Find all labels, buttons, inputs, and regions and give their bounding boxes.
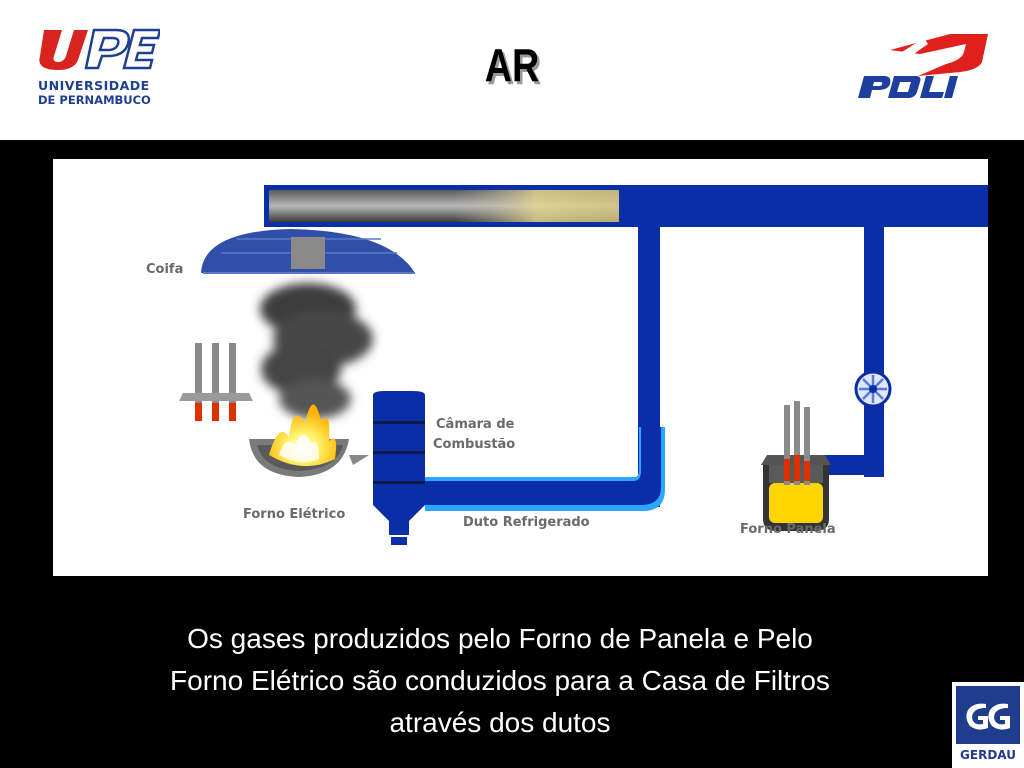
upe-logo: UNIVERSIDADE DE PERNAMBUCO bbox=[36, 26, 160, 108]
caption-line3: através dos dutos bbox=[389, 707, 611, 738]
vertical-duct-right bbox=[864, 227, 884, 477]
cooled-duct bbox=[425, 427, 665, 511]
process-diagram: Coifa Forno Elétrico Câmara de Combustão… bbox=[53, 159, 988, 576]
smoke-cloud bbox=[260, 283, 373, 419]
combustion-chamber bbox=[373, 391, 425, 545]
poli-logo-mark bbox=[858, 34, 988, 98]
label-forno-eletrico: Forno Elétrico bbox=[243, 507, 346, 522]
caption-line2: Forno Elétrico são conduzidos para a Cas… bbox=[170, 665, 830, 696]
label-coifa: Coifa bbox=[146, 262, 184, 277]
electric-furnace bbox=[249, 404, 369, 477]
upe-logo-line1: UNIVERSIDADE bbox=[38, 78, 150, 93]
hood bbox=[201, 229, 415, 274]
main-duct bbox=[264, 185, 988, 227]
duct-to-panela bbox=[821, 455, 884, 475]
label-duto-refrigerado: Duto Refrigerado bbox=[463, 515, 590, 530]
label-camara-line2: Combustão bbox=[433, 437, 516, 452]
upe-logo-line2: DE PERNAMBUCO bbox=[38, 93, 151, 107]
label-camara-line1: Câmara de bbox=[436, 417, 515, 432]
page-title: AR bbox=[484, 39, 540, 91]
caption-line1: Os gases produzidos pelo Forno de Panela… bbox=[187, 623, 813, 654]
upe-logo-mark bbox=[39, 28, 160, 70]
fan-icon bbox=[854, 370, 892, 408]
diagram-drawing bbox=[179, 185, 988, 545]
electrodes bbox=[179, 343, 253, 421]
ladle-furnace bbox=[761, 401, 831, 531]
gerdau-logo-name: GERDAU bbox=[960, 748, 1016, 762]
gerdau-logo-mark bbox=[956, 686, 1020, 744]
caption: Os gases produzidos pelo Forno de Panela… bbox=[60, 618, 940, 744]
poli-logo bbox=[850, 30, 990, 102]
header-band: UNIVERSIDADE DE PERNAMBUCO AR bbox=[0, 0, 1024, 140]
label-forno-panela: Forno Panela bbox=[740, 522, 836, 537]
gerdau-logo: GERDAU bbox=[952, 682, 1024, 768]
